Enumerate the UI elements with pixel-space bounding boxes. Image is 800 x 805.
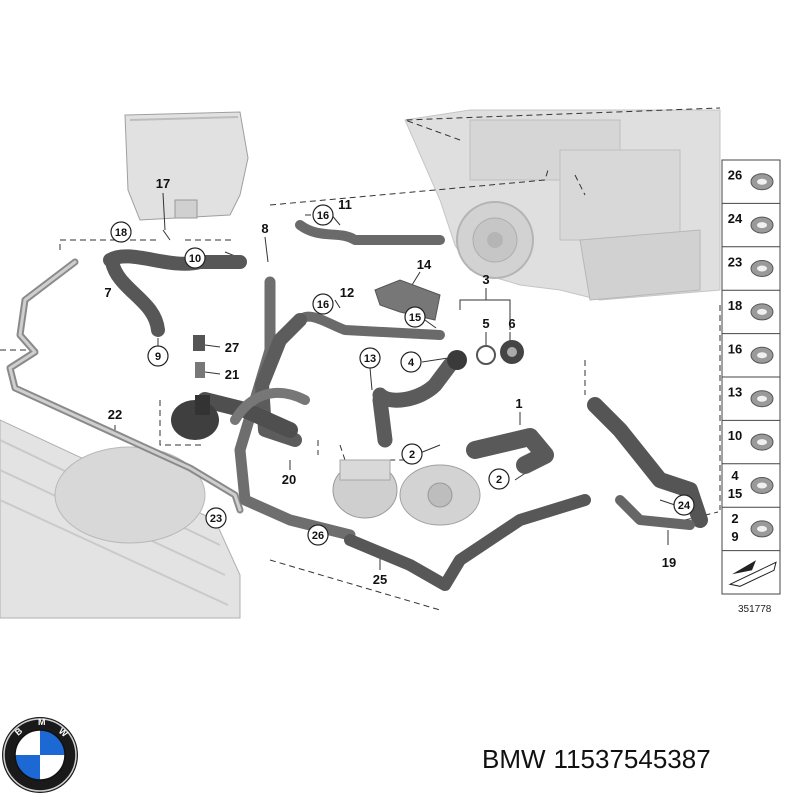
callout-ring bbox=[359, 347, 381, 369]
callout-label: 26 bbox=[312, 530, 324, 542]
legend-label: 4 bbox=[731, 468, 739, 483]
callout-8: 8 bbox=[261, 221, 268, 236]
part-icon bbox=[750, 260, 774, 277]
callout-ring bbox=[488, 468, 510, 490]
part-icon bbox=[750, 520, 774, 538]
callout-12: 12 bbox=[340, 285, 354, 300]
callout-label: 9 bbox=[155, 351, 161, 363]
legend-label: 18 bbox=[728, 298, 742, 313]
callout-circle-10: 10 bbox=[184, 247, 206, 269]
legend-label: 9 bbox=[731, 529, 738, 544]
seal-5-6 bbox=[476, 340, 524, 365]
callout-circle-4: 4 bbox=[400, 351, 422, 373]
part-icon bbox=[750, 433, 774, 451]
callout-label: 16 bbox=[317, 210, 329, 222]
sensor-27-21 bbox=[193, 335, 205, 378]
callout-label: 4 bbox=[408, 357, 415, 369]
callout-27: 27 bbox=[225, 340, 239, 355]
water-pump bbox=[332, 459, 481, 526]
callout-21: 21 bbox=[225, 367, 239, 382]
part-icon bbox=[750, 390, 774, 408]
callout-1: 1 bbox=[515, 396, 522, 411]
callout-circle-9: 9 bbox=[147, 345, 169, 367]
part-icon bbox=[750, 346, 774, 364]
callout-label: 24 bbox=[678, 500, 691, 512]
callout-6: 6 bbox=[508, 316, 515, 331]
legend-label: 24 bbox=[728, 211, 743, 226]
part-number: 11537545387 bbox=[553, 744, 711, 774]
callout-ring bbox=[401, 443, 423, 465]
part-icon bbox=[750, 477, 774, 494]
svg-text:M: M bbox=[38, 717, 46, 727]
callout-circle-24: 24 bbox=[673, 494, 695, 516]
callout-label: 15 bbox=[409, 312, 421, 324]
brand-name: BMW bbox=[482, 744, 546, 774]
callout-circle-2b: 2 bbox=[488, 468, 510, 490]
callout-ring bbox=[205, 507, 227, 529]
part-icon bbox=[750, 173, 774, 191]
side-legend: 26 24 23 18 16 13 10 4 15 2 9 bbox=[721, 159, 781, 595]
radiator bbox=[0, 419, 241, 619]
callout-label: 2 bbox=[409, 449, 415, 461]
callout-circle-2a: 2 bbox=[401, 443, 423, 465]
callout-ring bbox=[312, 293, 334, 315]
callout-ring bbox=[312, 204, 334, 226]
callout-17: 17 bbox=[156, 176, 170, 191]
svg-text:B: B bbox=[13, 725, 25, 737]
callout-circle-26: 26 bbox=[307, 524, 329, 546]
callout-11: 11 bbox=[338, 197, 352, 212]
callout-3: 3 bbox=[482, 272, 489, 287]
callout-14: 14 bbox=[417, 257, 432, 272]
callout-ring bbox=[673, 494, 695, 516]
callout-7: 7 bbox=[104, 285, 111, 300]
legend-label: 10 bbox=[728, 428, 742, 443]
clamp-4 bbox=[447, 350, 467, 370]
part-icon bbox=[750, 216, 774, 234]
callout-ring bbox=[404, 306, 426, 328]
leader-solid bbox=[114, 192, 676, 570]
engine-block bbox=[404, 109, 721, 301]
callout-circle-16b: 16 bbox=[312, 293, 334, 315]
callout-label: 2 bbox=[496, 474, 502, 486]
legend-label: 23 bbox=[728, 255, 742, 270]
callout-label: 10 bbox=[189, 253, 201, 265]
thermostat-housing bbox=[171, 395, 219, 440]
callout-label: 18 bbox=[115, 227, 127, 239]
callout-ring bbox=[307, 524, 329, 546]
expansion-tank bbox=[124, 111, 249, 221]
callout-19: 19 bbox=[662, 555, 676, 570]
legend-label: 2 bbox=[731, 511, 738, 526]
legend-label: 26 bbox=[728, 168, 742, 183]
callout-25: 25 bbox=[373, 572, 387, 587]
document-number: 351778 bbox=[738, 604, 772, 615]
callout-circle-18: 18 bbox=[110, 221, 132, 243]
callout-circle-15: 15 bbox=[404, 306, 426, 328]
legend-label: 15 bbox=[728, 486, 742, 501]
callout-circle-23: 23 bbox=[205, 507, 227, 529]
callout-label: 16 bbox=[317, 299, 329, 311]
callout-circle-13: 13 bbox=[359, 347, 381, 369]
callout-20: 20 bbox=[282, 472, 296, 487]
callout-circle-16a: 16 bbox=[312, 204, 334, 226]
callout-ring bbox=[184, 247, 206, 269]
bmw-logo: B M W bbox=[2, 717, 78, 793]
callout-22: 22 bbox=[108, 407, 122, 422]
callout-ring bbox=[147, 345, 169, 367]
callout-ring bbox=[110, 221, 132, 243]
part-icon bbox=[750, 303, 774, 321]
callout-5: 5 bbox=[482, 316, 489, 331]
bracket-14 bbox=[374, 279, 441, 321]
callout-label: 23 bbox=[210, 513, 222, 525]
legend-label: 13 bbox=[728, 385, 742, 400]
callout-ring bbox=[400, 351, 422, 373]
callout-label: 13 bbox=[364, 353, 376, 365]
arrow-icon bbox=[728, 560, 777, 587]
legend-label: 16 bbox=[728, 341, 742, 356]
